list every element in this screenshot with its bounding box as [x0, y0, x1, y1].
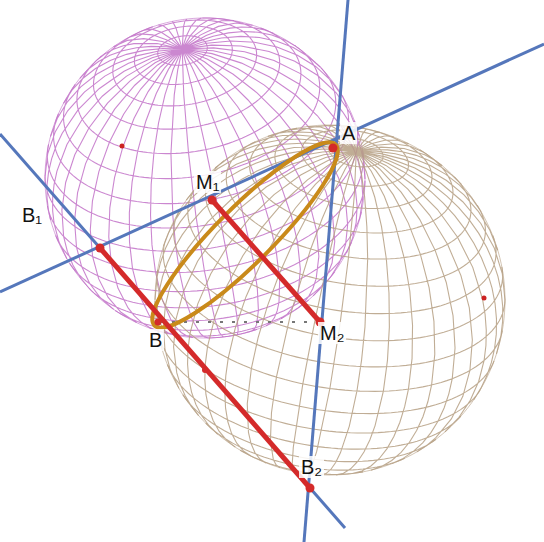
segment-b1-b2 [100, 248, 310, 488]
intersection-circle [135, 125, 356, 346]
point [208, 196, 217, 205]
point-label: B₂ [299, 456, 324, 478]
point-label: M₁ [194, 171, 221, 193]
line-b1-b2 [0, 134, 100, 248]
point-label: A [340, 122, 357, 144]
point [306, 484, 315, 493]
sphere-outline [45, 18, 365, 338]
point-label: B₁ [20, 204, 44, 226]
point [155, 319, 162, 326]
pink-sphere [45, 18, 365, 338]
sphere-center [482, 296, 487, 301]
segment-m1-m2 [212, 200, 320, 322]
sphere-mesh [45, 18, 365, 338]
sphere-center [120, 144, 125, 149]
tan-sphere [155, 125, 505, 475]
sphere-mesh [155, 125, 505, 475]
point-label: B [147, 329, 164, 351]
line-b1-b2 [310, 488, 345, 528]
sphere-outline [155, 125, 505, 475]
point [96, 244, 105, 253]
point [329, 144, 338, 153]
point-label: M₂ [318, 322, 346, 344]
line-b1-a [0, 44, 544, 292]
point [202, 367, 208, 373]
